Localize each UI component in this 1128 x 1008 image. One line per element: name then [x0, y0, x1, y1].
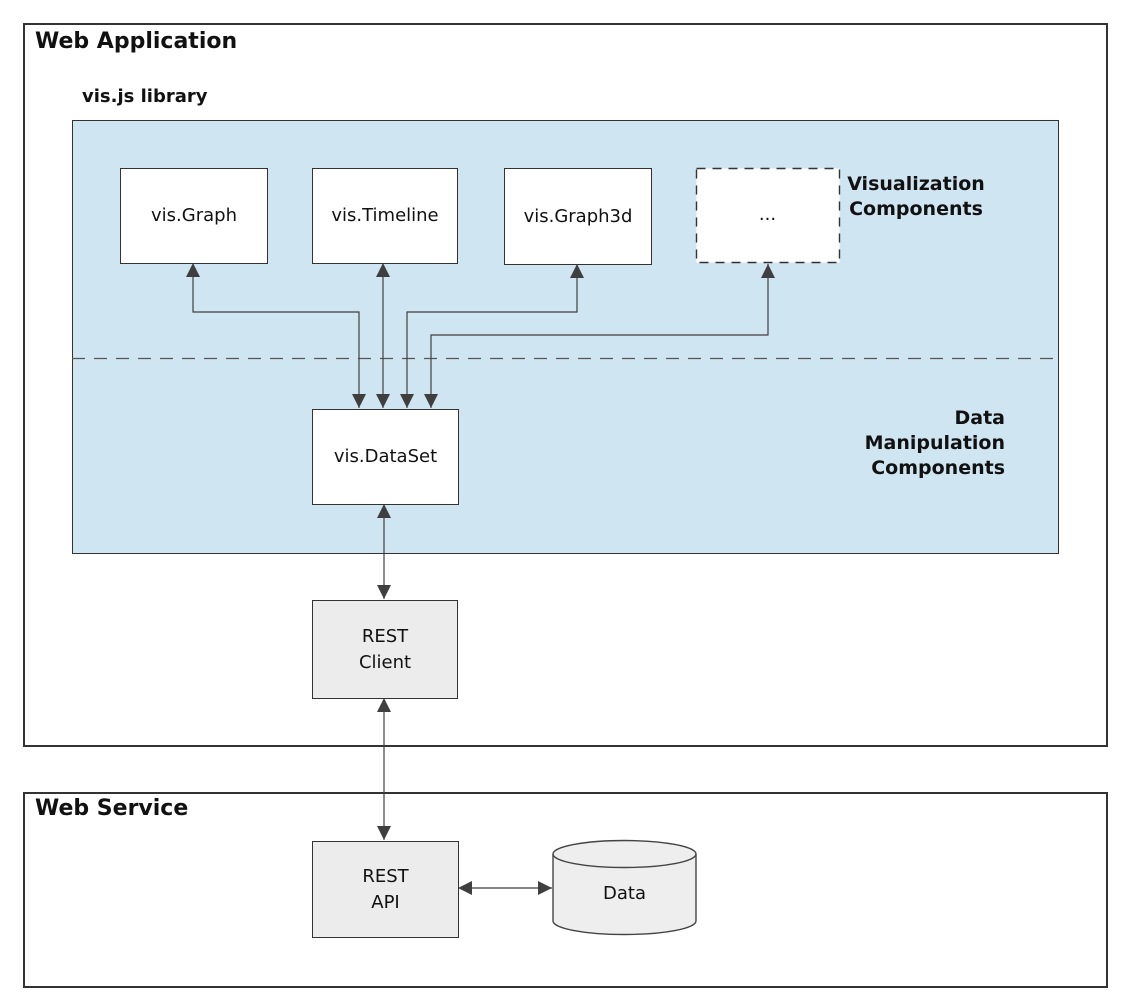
web-service-box — [23, 792, 1108, 988]
node-vis-graph3d: vis.Graph3d — [504, 168, 652, 265]
rest-api-line1: REST — [362, 865, 409, 887]
data-manipulation-label-line3: Components — [871, 457, 1005, 479]
visualization-components-label: Visualization Components — [806, 172, 1026, 222]
node-data-store-label: Data — [603, 883, 646, 904]
node-rest-api: REST API — [312, 841, 459, 938]
node-vis-graph3d-label: vis.Graph3d — [523, 205, 633, 227]
node-data-store: Data — [553, 862, 696, 926]
node-rest-client: REST Client — [312, 600, 458, 699]
rest-client-line1: REST — [361, 625, 409, 647]
node-rest-client-label: REST Client — [359, 624, 411, 676]
visualization-label-line2: Components — [849, 198, 983, 220]
node-vis-timeline-label: vis.Timeline — [331, 205, 439, 226]
visjs-library-title: vis.js library — [82, 86, 208, 107]
node-more-components: ... — [696, 168, 839, 262]
data-manipulation-label-line1: Data — [954, 407, 1006, 429]
node-vis-dataset-label: vis.DataSet — [333, 446, 438, 467]
web-application-title: Web Application — [35, 29, 238, 54]
node-vis-graph-label: vis.Graph — [151, 205, 237, 226]
data-manipulation-label-line2: Manipulation — [864, 432, 1005, 454]
node-more-components-label: ... — [758, 204, 777, 225]
web-application-box — [23, 23, 1108, 747]
node-vis-graph: vis.Graph — [120, 168, 268, 264]
data-manipulation-components-label: Data Manipulation Components — [775, 406, 1005, 481]
node-rest-api-label: REST API — [362, 864, 408, 916]
rest-client-line2: Client — [358, 651, 412, 673]
rest-api-line2: API — [371, 891, 400, 913]
visualization-label-line1: Visualization — [847, 173, 985, 195]
web-service-title: Web Service — [35, 796, 189, 821]
node-vis-dataset: vis.DataSet — [312, 409, 459, 505]
node-vis-timeline: vis.Timeline — [312, 168, 458, 264]
